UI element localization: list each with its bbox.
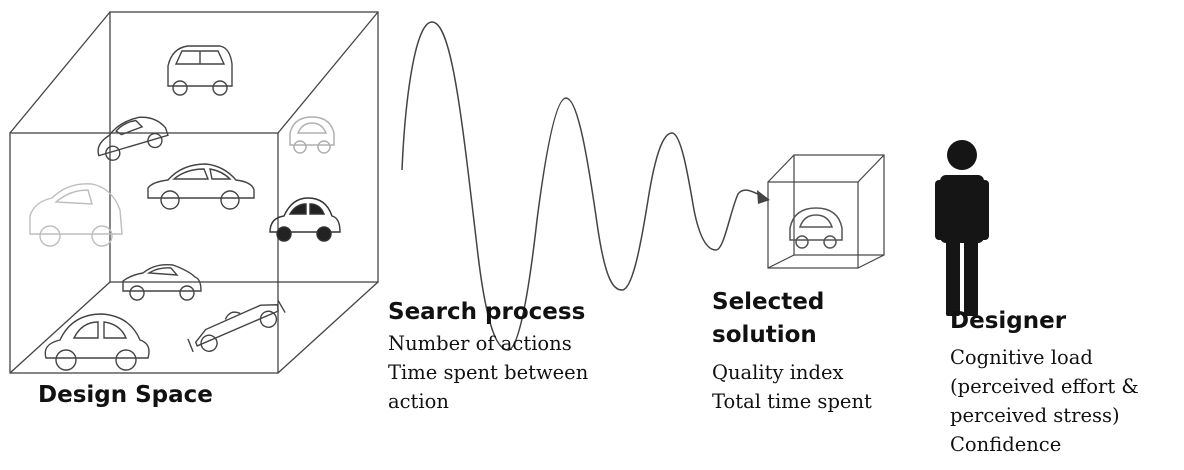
selected-solution-cube <box>767 154 885 269</box>
coupe-car-icon <box>122 263 202 301</box>
design-space-label: Design Space <box>38 382 213 408</box>
suv-car-icon <box>167 45 233 96</box>
vintage-beetle-car-icon <box>44 313 150 371</box>
hatchback-car-icon-faded <box>29 183 123 247</box>
designer-metric: Confidence <box>950 433 1062 456</box>
selected-solution-metric: Total time spent <box>712 390 872 413</box>
selected-solution-title: solution <box>712 322 817 348</box>
search-process-curve <box>401 21 767 351</box>
search-process-metric: Number of actions <box>388 332 572 355</box>
beetle-car-icon <box>269 197 341 242</box>
designer-metric: perceived stress) <box>950 404 1120 427</box>
search-process-metric: Time spent between <box>388 361 589 384</box>
search-process-metric: action <box>388 390 449 413</box>
sedan-car-icon <box>147 163 255 210</box>
selected-solution-metric: Quality index <box>712 361 844 384</box>
selected-car-icon <box>789 207 843 249</box>
designer-metric: Cognitive load <box>950 346 1093 369</box>
sports-car-icon <box>97 116 169 161</box>
search-process-title: Search process <box>388 299 586 325</box>
curve-arrowhead <box>757 190 770 204</box>
small-car-icon-faded <box>289 116 335 154</box>
designer-metric: (perceived effort & <box>950 375 1139 398</box>
race-car-icon <box>187 299 286 353</box>
selected-solution-title: Selected <box>712 289 825 315</box>
designer-title: Designer <box>950 308 1067 334</box>
design-space-cube <box>9 11 379 374</box>
designer-person-icon <box>935 140 989 316</box>
